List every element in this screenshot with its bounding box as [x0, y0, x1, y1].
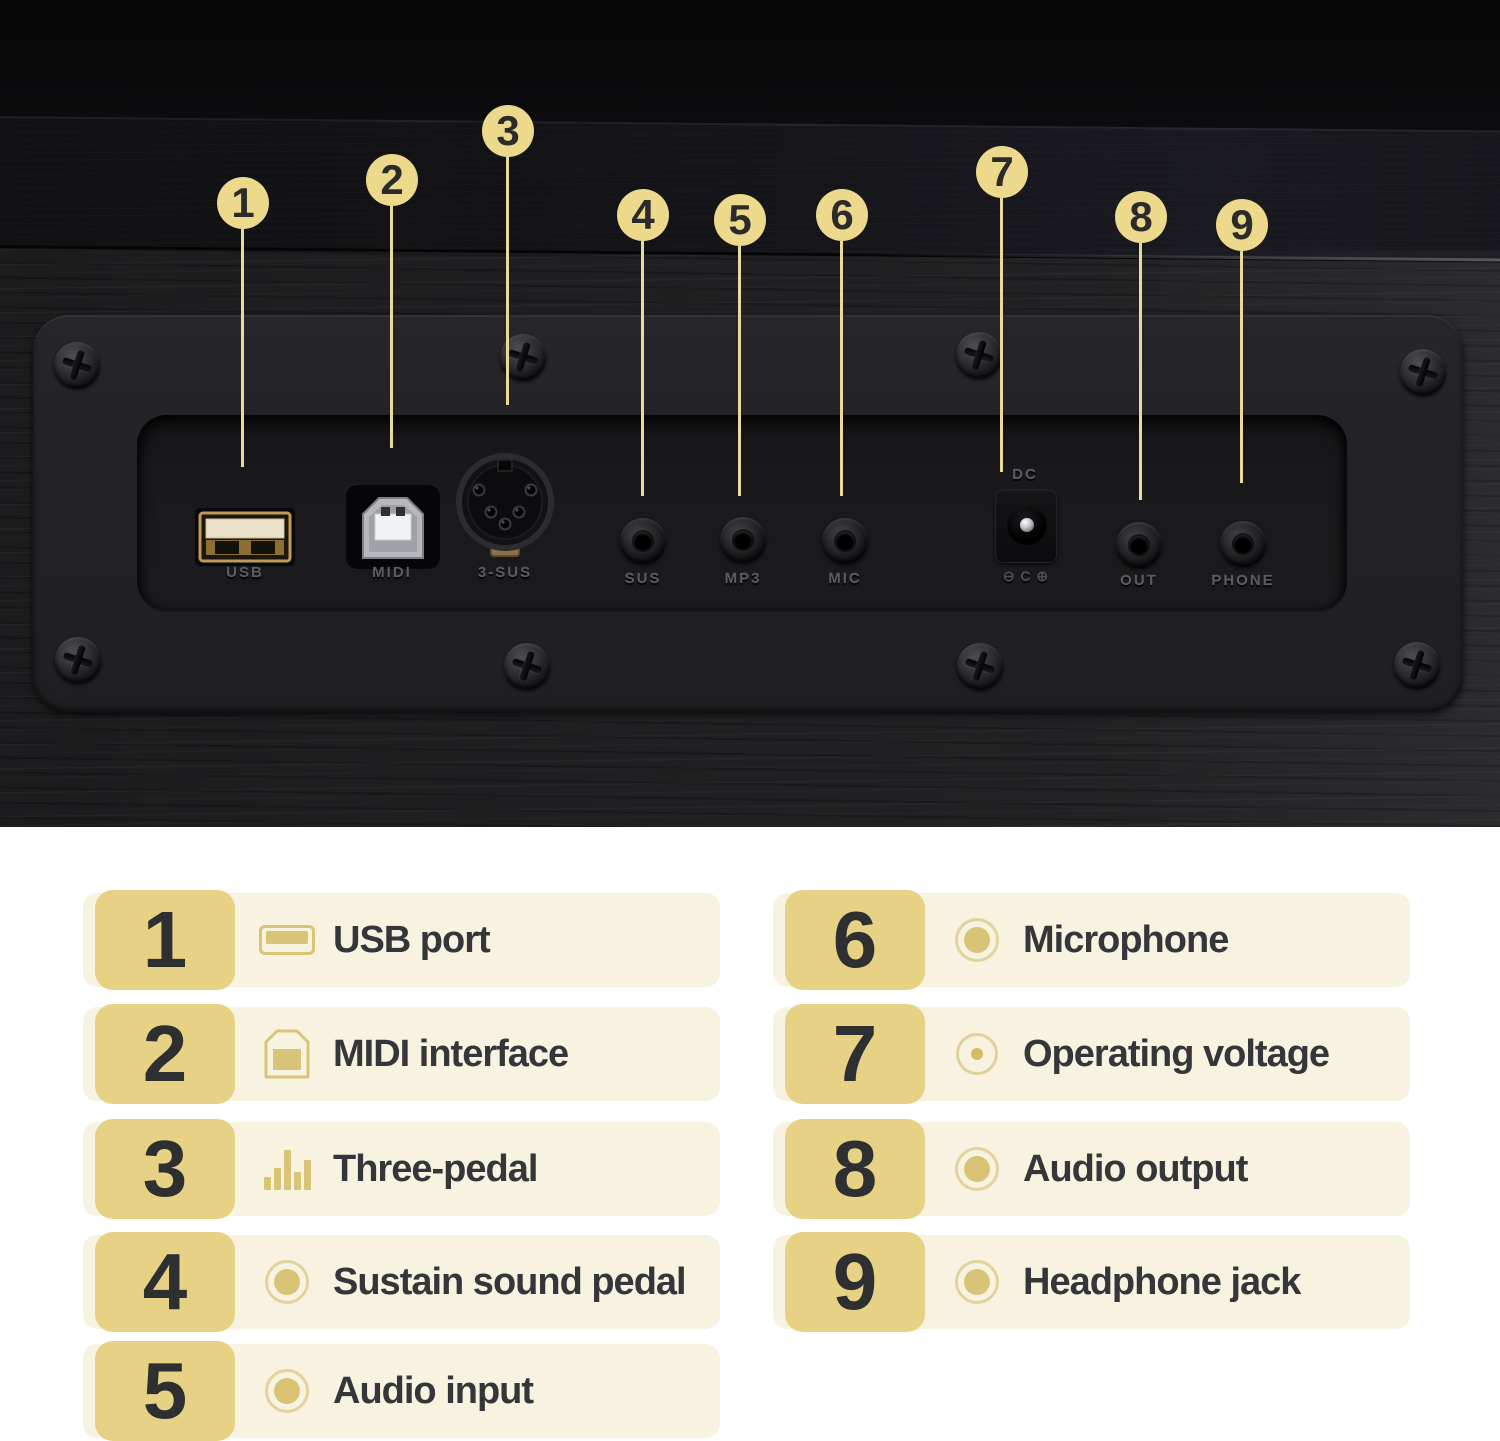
legend-label: Audio input — [333, 1370, 534, 1412]
callout-number: 7 — [976, 146, 1028, 198]
midi-port-label: MIDI — [372, 564, 412, 581]
legend-number: 8 — [785, 1119, 925, 1219]
legend-number: 2 — [95, 1004, 235, 1104]
mp3-jack — [720, 517, 766, 563]
legend-label: Three-pedal — [333, 1148, 538, 1190]
mic-jack — [822, 518, 868, 564]
callout-line — [1000, 198, 1003, 472]
legend-row-audio-output: 8 Audio output — [773, 1119, 1410, 1219]
legend-label: Operating voltage — [1023, 1033, 1330, 1075]
usb-port — [195, 508, 295, 571]
callout-line — [241, 229, 244, 467]
callout-number: 2 — [366, 154, 418, 206]
callout-number: 8 — [1115, 191, 1167, 243]
audio-out-jack — [1116, 522, 1162, 568]
legend-row-microphone: 6 Microphone — [773, 890, 1410, 990]
callout-number: 5 — [714, 194, 766, 246]
legend-number: 5 — [95, 1341, 235, 1441]
legend-number: 6 — [785, 890, 925, 990]
jack-icon — [955, 918, 999, 962]
phone-jack — [1220, 521, 1266, 567]
legend-row-headphone-jack: 9 Headphone jack — [773, 1232, 1410, 1332]
phone-jack-label: PHONE — [1211, 572, 1275, 589]
legend-row-three-pedal: 3 Three-pedal — [83, 1119, 720, 1219]
legend: 1 USB port 2 MIDI interface 3 Three-peda… — [0, 827, 1500, 1441]
legend-row-midi-interface: 2 MIDI interface — [83, 1004, 720, 1104]
midi-plug-icon — [259, 1007, 315, 1101]
legend-number: 3 — [95, 1119, 235, 1219]
screw — [1400, 349, 1446, 395]
din-port-label: 3-SUS — [477, 564, 533, 581]
callout-line — [641, 241, 644, 496]
screw — [1394, 642, 1440, 688]
rear-panel-photo: USB MIDI — [0, 0, 1500, 827]
pedal-bars-icon — [263, 1148, 311, 1190]
screw — [956, 332, 1002, 378]
dc-polarity-mark: ⊖ C ⊕ — [1002, 568, 1050, 584]
callout-line — [840, 241, 843, 496]
usb-port-icon — [259, 925, 315, 955]
callout-line — [1240, 251, 1243, 483]
legend-number: 9 — [785, 1232, 925, 1332]
legend-row-audio-input: 5 Audio input — [83, 1341, 720, 1441]
callout-number: 6 — [816, 189, 868, 241]
screw — [54, 342, 100, 388]
screw — [957, 643, 1003, 689]
legend-label: Headphone jack — [1023, 1261, 1301, 1303]
callout-number: 1 — [217, 177, 269, 229]
dc-power-jack — [995, 489, 1057, 563]
audio-out-label: OUT — [1120, 572, 1158, 589]
legend-row-sustain-pedal: 4 Sustain sound pedal — [83, 1232, 720, 1332]
sustain-jack-label: SUS — [624, 570, 662, 587]
legend-label: Audio output — [1023, 1148, 1248, 1190]
callout-number: 4 — [617, 189, 669, 241]
legend-label: Sustain sound pedal — [333, 1261, 687, 1303]
screw — [504, 643, 550, 689]
midi-port — [344, 483, 442, 575]
callout-number: 9 — [1216, 199, 1268, 251]
legend-row-usb-port: 1 USB port — [83, 890, 720, 990]
jack-icon — [265, 1369, 309, 1413]
three-pedal-din-port — [455, 450, 555, 567]
legend-number: 7 — [785, 1004, 925, 1104]
mic-jack-label: MIC — [828, 570, 862, 587]
dc-label: DC — [1012, 466, 1038, 483]
callout-line — [1139, 243, 1142, 500]
callout-number: 3 — [482, 105, 534, 157]
dc-plug-icon — [956, 1033, 998, 1075]
callout-line — [390, 206, 393, 448]
jack-icon — [955, 1260, 999, 1304]
usb-port-label: USB — [226, 564, 264, 581]
screw — [55, 637, 101, 683]
callout-line — [506, 157, 509, 405]
jack-icon — [265, 1260, 309, 1304]
mp3-jack-label: MP3 — [724, 570, 762, 587]
legend-label: Microphone — [1023, 919, 1229, 961]
sustain-jack — [620, 518, 666, 564]
callout-line — [738, 246, 741, 496]
legend-number: 1 — [95, 890, 235, 990]
legend-label: MIDI interface — [333, 1033, 569, 1075]
legend-label: USB port — [333, 919, 491, 961]
legend-row-operating-voltage: 7 Operating voltage — [773, 1004, 1410, 1104]
connector-recess — [137, 415, 1347, 612]
legend-number: 4 — [95, 1232, 235, 1332]
jack-icon — [955, 1147, 999, 1191]
